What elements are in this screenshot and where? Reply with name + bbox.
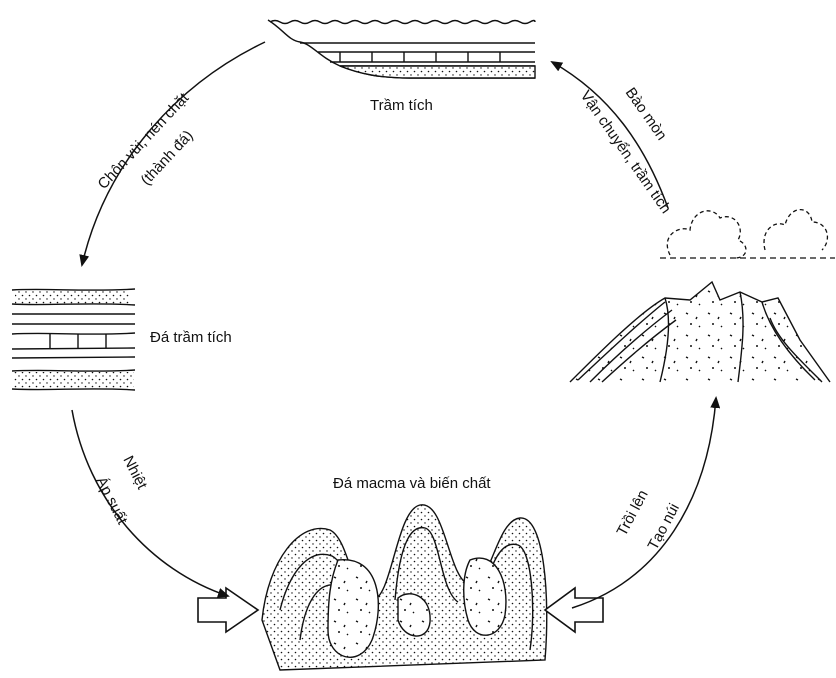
stage-label-sediment: Trầm tích xyxy=(370,97,433,114)
pressure-arrow-left xyxy=(198,588,258,632)
stage-label-sedimentary-rock: Đá trầm tích xyxy=(150,329,232,346)
process-label-uplift: Trồi lên xyxy=(614,487,652,539)
process-label-transport-deposition: Vận chuyển, trầm tích xyxy=(577,88,675,217)
pressure-arrow-right xyxy=(545,588,603,632)
process-label-heat: Nhiệt xyxy=(119,453,150,493)
sediment-basin-illustration xyxy=(268,20,535,78)
stage-label-igneous-metamorphic: Đá macma và biến chất xyxy=(333,475,491,492)
sedimentary-rock-layers-illustration xyxy=(12,289,135,390)
arrow-sedimentary-rock-to-igneous xyxy=(72,410,228,596)
mountain-illustration xyxy=(570,282,830,382)
process-label-erosion: Bào mòn xyxy=(622,85,670,144)
folded-igneous-metamorphic-rock-illustration xyxy=(262,505,547,670)
process-label-pressure: Áp suất xyxy=(92,474,131,528)
erosion-clouds-illustration xyxy=(660,210,835,258)
